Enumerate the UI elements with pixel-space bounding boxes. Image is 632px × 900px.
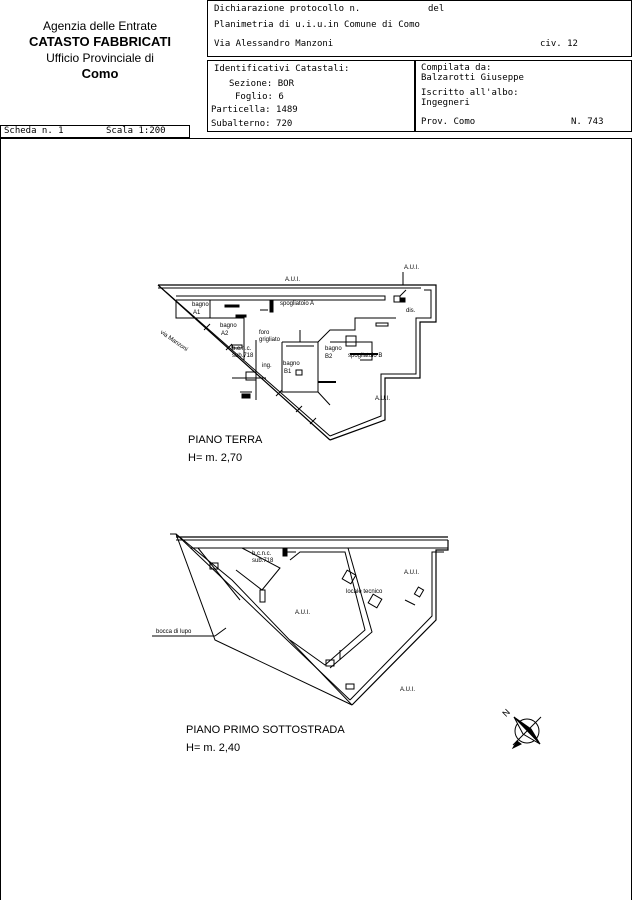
albo-label: Iscritto all'albo:: [421, 88, 519, 98]
bagno-a1-label: bagno: [192, 302, 209, 308]
office-name: Ufficio Provinciale di: [46, 51, 154, 65]
bagno-b2-label: bagno: [325, 346, 342, 352]
foglio: Foglio: 6: [235, 92, 284, 102]
sheet-number: Scheda n. 1: [4, 126, 64, 136]
registration-number: N. 743: [571, 117, 604, 127]
a2-label: A2: [221, 331, 229, 337]
albo-value: Ingegneri: [421, 98, 470, 108]
office-city: Como: [81, 66, 119, 81]
aui-bottom-label: A.U.I.: [375, 396, 390, 402]
aui-bottom-basement-label: A.U.I.: [400, 687, 415, 693]
compiler-label: Compilata da:: [421, 63, 492, 73]
aui-center-label: A.U.I.: [295, 610, 310, 616]
basement-title: PIANO PRIMO SOTTOSTRADA: [186, 724, 345, 736]
identifiers-heading: Identificativi Catastali:: [214, 64, 350, 74]
spogliatoio-a-label: spogliatoio A: [280, 301, 314, 307]
street-label: via Manzoni: [159, 330, 189, 353]
ground-floor-plan: [157, 272, 437, 441]
spogliatoio-b-label: spogliatoio B: [348, 353, 382, 359]
basement-plan: [152, 533, 449, 706]
bagno-a2-label: bagno: [220, 323, 237, 329]
civic-number: civ. 12: [540, 39, 578, 49]
basement-labels: b.c.n.c. sub.718 A.U.I. A.U.I. A.U.I. lo…: [156, 551, 419, 693]
particella: Particella: 1489: [211, 105, 298, 115]
aui-top-label: A.U.I.: [285, 277, 300, 283]
b1-label: B1: [284, 369, 292, 375]
north-arrow-icon: [511, 716, 542, 750]
foro-label: foro: [259, 330, 270, 336]
province: Prov. Como: [421, 117, 476, 127]
sezione: Sezione: BOR: [229, 79, 295, 89]
basement-height: H= m. 2,40: [186, 742, 240, 754]
bagno-b1-label: bagno: [283, 361, 300, 367]
sheet-box: [0, 125, 190, 138]
b2-label: B2: [325, 354, 333, 360]
subalterno: Subalterno: 720: [211, 119, 293, 129]
agency-name: Agenzia delle Entrate: [42, 19, 158, 33]
registry-name: CATASTO FABBRICATI: [28, 34, 172, 49]
dis-label: dis.: [406, 308, 416, 314]
aui-right-label: A.U.I.: [404, 570, 419, 576]
bocca-di-lupo-label: bocca di lupo: [156, 629, 192, 635]
ground-floor-height: H= m. 2,70: [188, 452, 242, 464]
a1-label: A1: [193, 310, 201, 316]
identifiers-box: [207, 60, 415, 132]
ing-label: ing.: [262, 363, 272, 369]
sub-basement-label: sub.718: [252, 558, 274, 564]
del-label: del: [428, 4, 445, 14]
locale-tecnico-label: locale tecnico: [346, 589, 383, 595]
bcnc-basement-label: b.c.n.c.: [252, 551, 272, 557]
plan-line: Planimetria di u.i.u.in Comune di Como: [214, 20, 420, 30]
aui-topright-label: A.U.I.: [404, 265, 419, 271]
north-label: N: [500, 707, 512, 719]
bcnc-ground-label: b.c.n.c.: [232, 346, 252, 352]
sub-ground-label: sub.718: [232, 353, 254, 359]
scale: Scala 1:200: [106, 126, 166, 136]
ground-floor-title: PIANO TERRA: [188, 434, 263, 446]
protocol-label: Dichiarazione protocollo n.: [214, 4, 361, 14]
address: Via Alessandro Manzoni: [214, 39, 334, 49]
compiler-name: Balzarotti Giuseppe: [421, 73, 524, 83]
office-header: Agenzia delle Entrate CATASTO FABBRICATI…: [0, 18, 200, 82]
grigliato-label: grigliato: [259, 337, 281, 343]
